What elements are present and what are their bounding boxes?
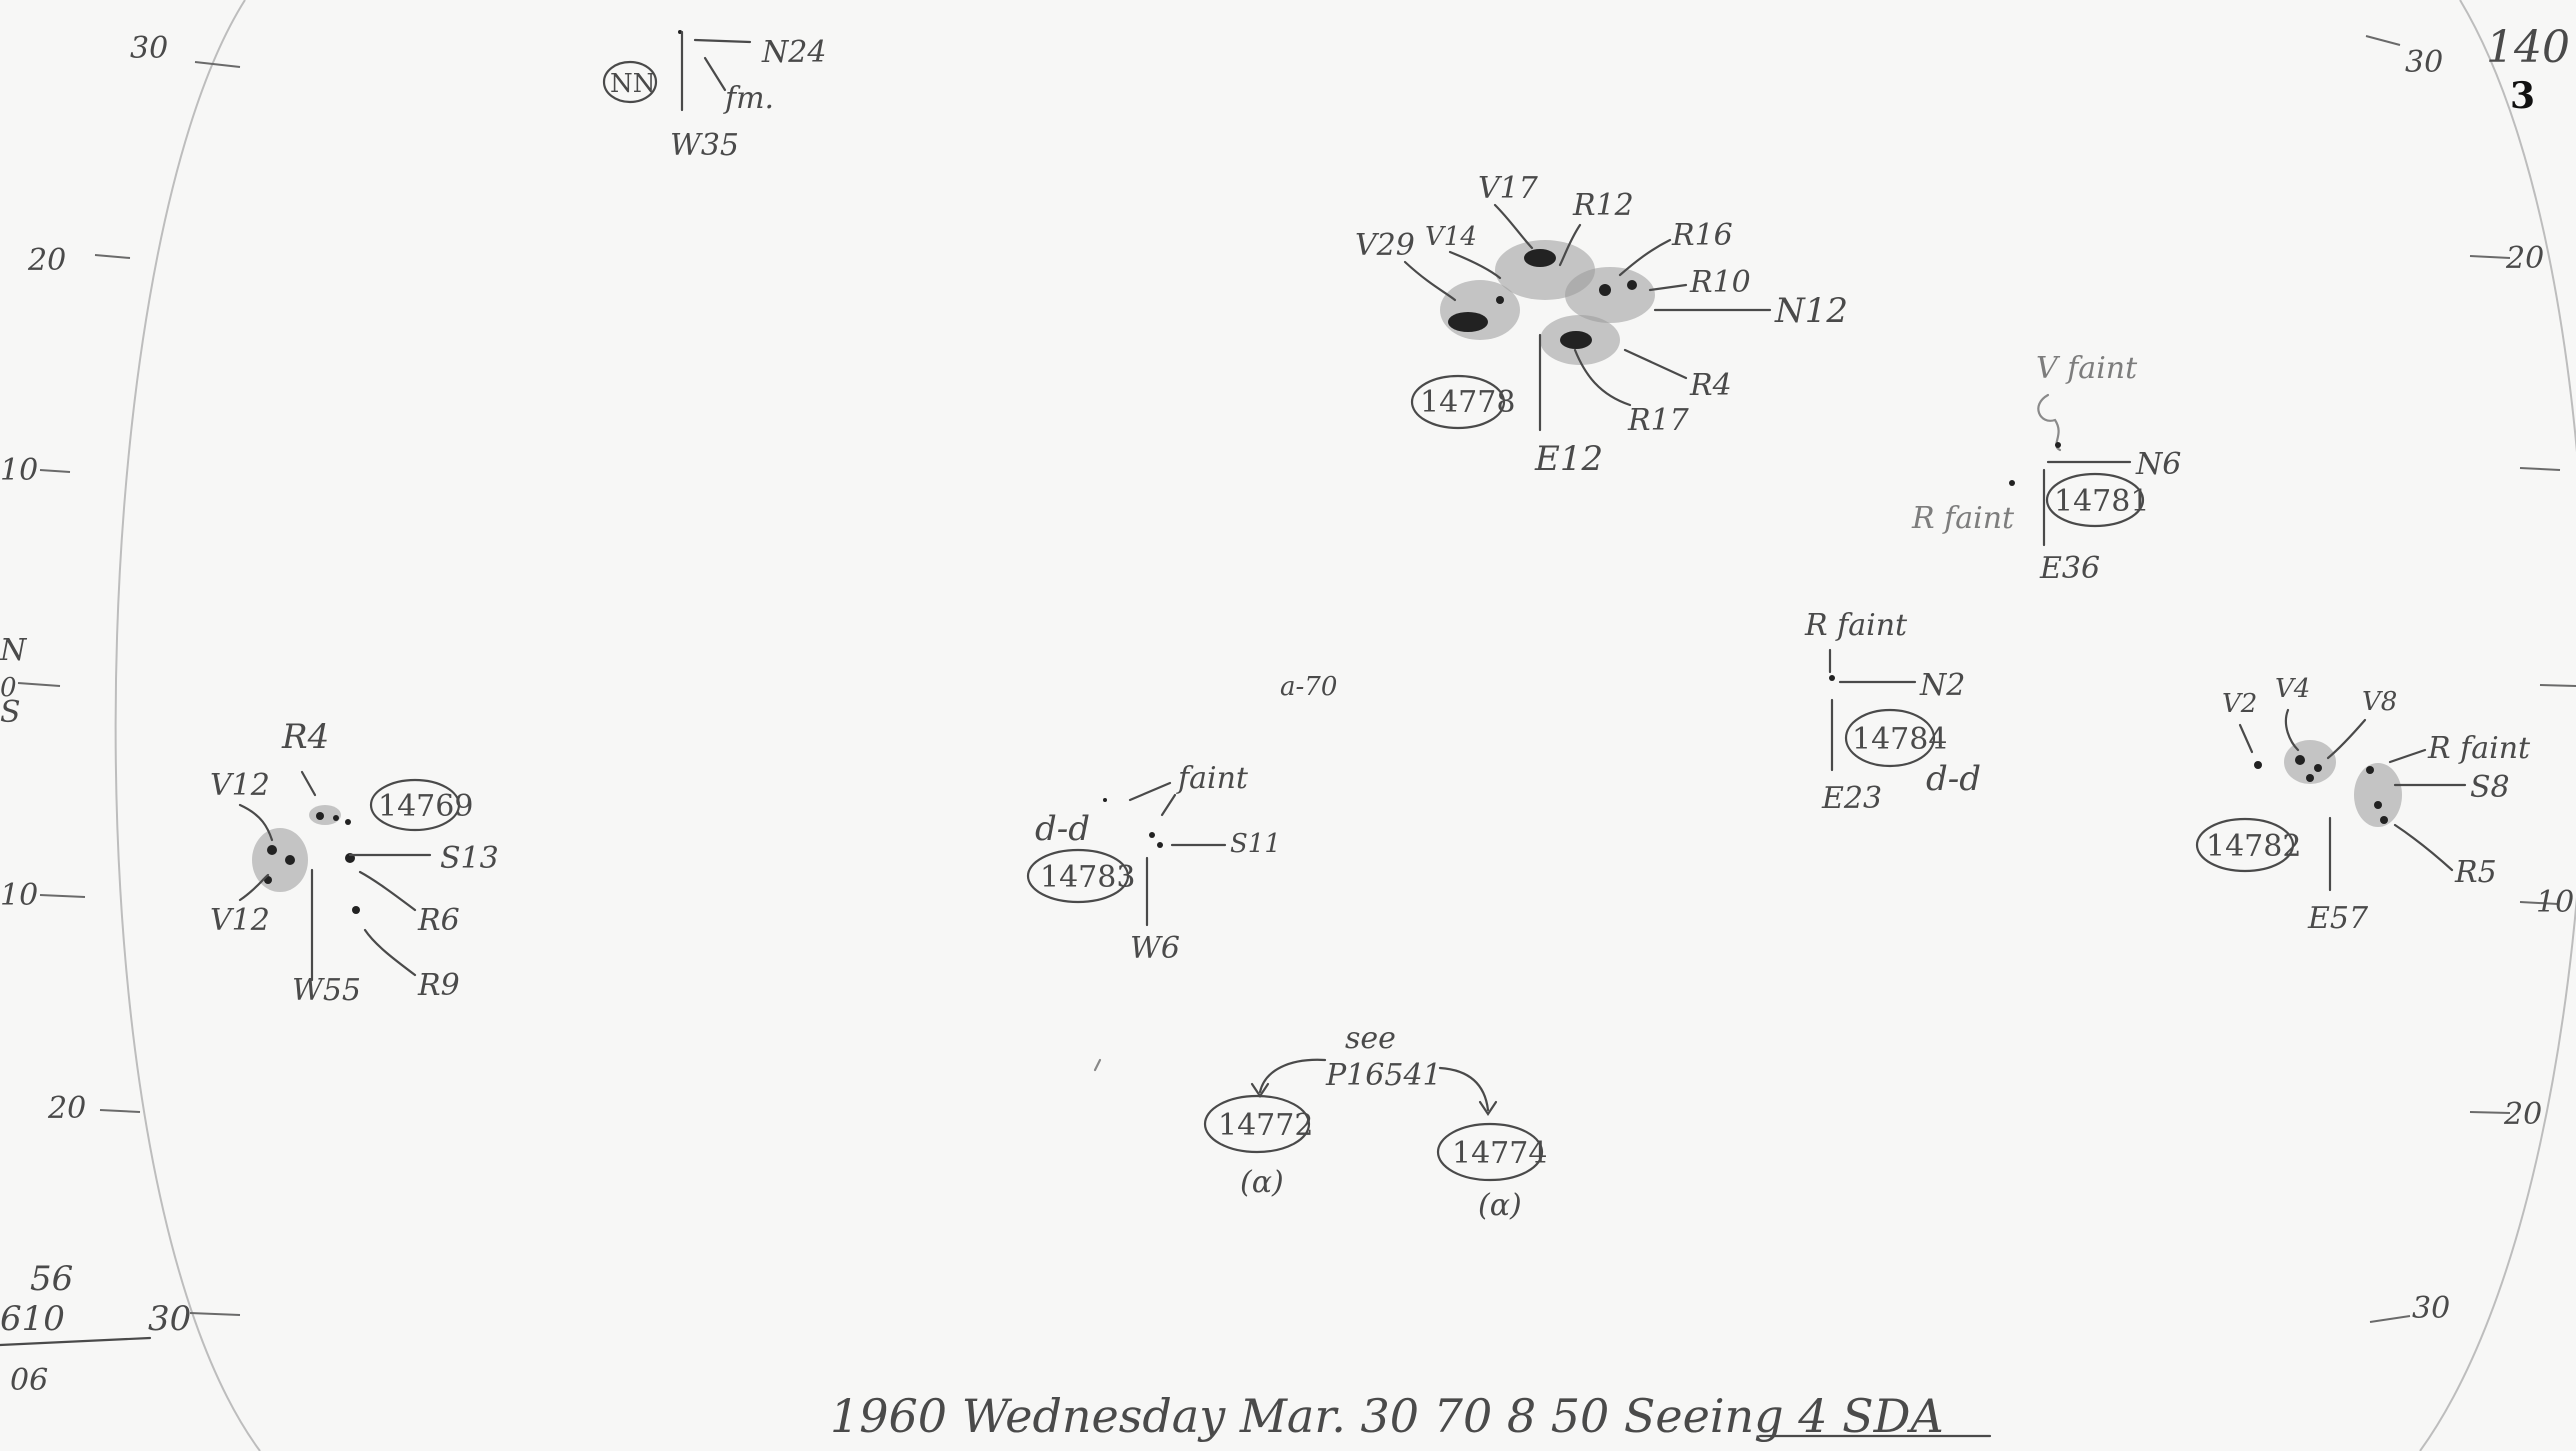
group-id: 14772 xyxy=(1218,1108,1313,1143)
group-note: fm. xyxy=(723,81,774,116)
footer-text: 1960 Wednesday Mar. 30 70 8 50 Seeing 4 … xyxy=(830,1389,1944,1443)
reference-plate: P16541 xyxy=(1325,1058,1442,1093)
reference-see: see xyxy=(1345,1021,1396,1056)
spot-group-14778: 14778 N12 E12 V29 V14 V17 R12 R16 R10 R4… xyxy=(1355,171,1848,479)
lat-tick-label: 30 xyxy=(2412,1291,2450,1326)
lat-tick-label: 10 xyxy=(0,878,38,913)
spot-label: V29 xyxy=(1355,228,1415,263)
misc-note: a-70 xyxy=(1280,672,1337,702)
corner-note: 06 xyxy=(10,1363,48,1398)
lat-tick-label: N xyxy=(0,633,28,668)
group-id: 14778 xyxy=(1420,385,1515,420)
spot-label: R4 xyxy=(281,717,329,757)
spot-label: R12 xyxy=(1572,188,1634,223)
group-class: d-d xyxy=(1035,809,1090,849)
group-longitude: W35 xyxy=(670,128,739,163)
spot-group-14783: faint d-d S11 14783 W6 xyxy=(1026,761,1281,966)
group-latitude: S8 xyxy=(2470,770,2510,805)
lat-tick-label: 10 xyxy=(0,453,38,488)
spot-label: R17 xyxy=(1627,403,1690,438)
right-latitude-scale: 30 20 10 20 30 xyxy=(2365,35,2576,1326)
spot-label: R4 xyxy=(1689,368,1732,403)
group-class: (α) xyxy=(1478,1188,1522,1223)
corner-note: 610 xyxy=(0,1299,65,1339)
group-note: R faint xyxy=(1911,501,2015,536)
group-note: V faint xyxy=(2036,351,2138,386)
spot-group-14784: R faint N2 14784 d-d E23 xyxy=(1804,608,1981,816)
sheet-number: 140 3 xyxy=(2486,22,2570,117)
solar-disk-outline xyxy=(114,0,2576,1451)
spot-label: V4 xyxy=(2275,674,2310,704)
lat-tick-label: 20 xyxy=(2503,1097,2542,1132)
group-note: faint xyxy=(1176,761,1249,796)
group-id: NN xyxy=(610,69,656,99)
spot-label: V12 xyxy=(210,768,270,803)
spot-label: V12 xyxy=(210,903,270,938)
group-latitude: N12 xyxy=(1774,291,1848,331)
group-id: 14782 xyxy=(2206,829,2301,864)
group-id: 14783 xyxy=(1040,860,1135,895)
group-note: R faint xyxy=(1804,608,1908,643)
group-latitude: N6 xyxy=(2135,447,2181,482)
corner-note: 56 xyxy=(30,1259,73,1299)
spot-group-nn: NN N24 fm. W35 xyxy=(602,30,826,163)
group-longitude: E12 xyxy=(1534,439,1603,479)
group-latitude: N24 xyxy=(761,35,826,70)
spot-label: R6 xyxy=(417,903,460,938)
group-latitude: S11 xyxy=(1230,829,1281,859)
spot-group-14782: V2 V4 V8 R faint S8 14782 E57 R5 xyxy=(2195,674,2531,936)
spot-label: V17 xyxy=(1478,171,1539,206)
reference-note: see P16541 14772 14774 (α) (α) xyxy=(1093,1021,1547,1223)
lat-tick-label: 0 xyxy=(0,673,17,703)
group-id: 14784 xyxy=(1852,722,1947,757)
sheet-number-bottom: 3 xyxy=(2510,75,2535,117)
spot-label: R9 xyxy=(417,968,460,1003)
corner-notes: 56 610 06 xyxy=(0,1259,152,1398)
group-id: 14774 xyxy=(1452,1136,1547,1171)
lat-tick-label: 20 xyxy=(2505,241,2544,276)
group-latitude: N2 xyxy=(1919,668,1965,703)
group-longitude: E57 xyxy=(2307,901,2369,936)
group-id: 14769 xyxy=(378,789,473,824)
spot-label: V2 xyxy=(2222,689,2257,719)
spot-label: R faint xyxy=(2427,731,2531,766)
lat-tick-label: 30 xyxy=(130,31,168,66)
lat-tick-label: 10 xyxy=(2536,885,2574,920)
group-longitude: W55 xyxy=(292,973,361,1008)
spot-label: R10 xyxy=(1689,265,1751,300)
group-id: 14781 xyxy=(2054,484,2149,519)
group-longitude: W6 xyxy=(1130,931,1180,966)
group-class: d-d xyxy=(1926,759,1981,799)
spot-label: V14 xyxy=(1425,222,1477,252)
footer-date-line: 1960 Wednesday Mar. 30 70 8 50 Seeing 4 … xyxy=(830,1389,1992,1443)
spot-label: R16 xyxy=(1671,218,1733,253)
misc-note-text: a-70 xyxy=(1280,672,1337,702)
spot-label: V8 xyxy=(2362,687,2397,717)
lat-tick-label: 20 xyxy=(47,1091,86,1126)
lat-tick-label: S xyxy=(0,695,21,730)
spot-group-14769: R4 14769 S13 W55 V12 V12 R6 R9 xyxy=(210,717,499,1008)
spot-label: R5 xyxy=(2454,855,2497,890)
left-latitude-scale: 30 20 10 N 0 S 10 20 30 xyxy=(0,31,241,1339)
group-latitude: S13 xyxy=(440,841,499,876)
lat-tick-label: 30 xyxy=(2405,45,2443,80)
group-class: (α) xyxy=(1240,1165,1284,1200)
spot-group-14781: V faint 14781 N6 R faint E36 xyxy=(1911,351,2181,586)
group-longitude: E36 xyxy=(2039,551,2100,586)
lat-tick-label: 20 xyxy=(27,243,66,278)
group-longitude: E23 xyxy=(1821,781,1882,816)
sheet-number-top: 140 xyxy=(2486,22,2570,73)
lat-tick-label: 30 xyxy=(148,1299,191,1339)
